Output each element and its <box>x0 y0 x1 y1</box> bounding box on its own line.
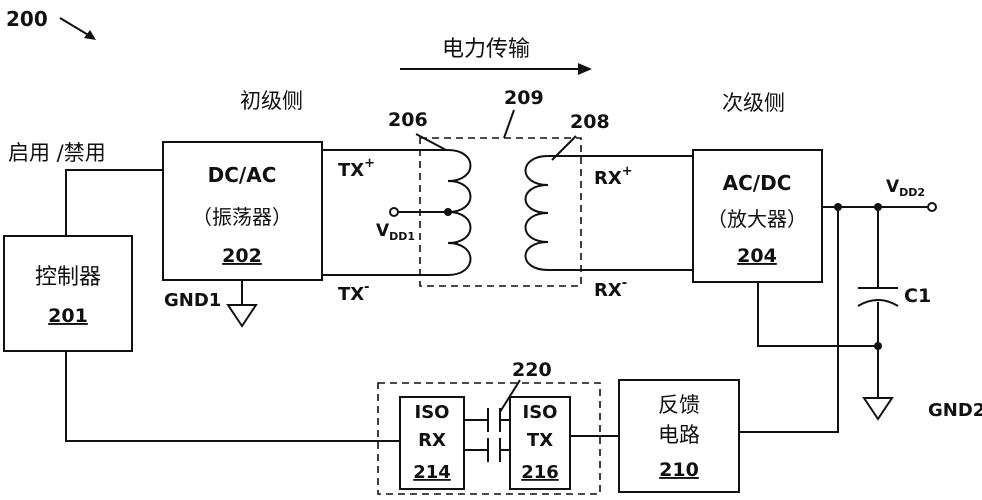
isolator-leader <box>499 379 521 413</box>
c1-label: C1 <box>904 285 931 307</box>
iso-rx-line1: ISO <box>415 402 450 423</box>
power-transfer-label: 电力传输 <box>442 37 530 62</box>
vdd2-label: VDD2 <box>886 177 925 199</box>
iso-tx-block: ISO TX 216 <box>509 396 571 490</box>
figure-arrow <box>59 17 96 40</box>
return-junction-dot <box>874 342 882 350</box>
capacitor-c1 <box>857 287 899 307</box>
transformer-leader <box>503 109 515 139</box>
vdd2-junction-dot <box>874 203 882 211</box>
iso-tx-line1: ISO <box>523 402 558 423</box>
isolation-capacitors <box>487 408 501 462</box>
acdc-ref: 204 <box>737 245 777 267</box>
feedback-ref: 210 <box>659 459 699 481</box>
iso-rx-line2: RX <box>418 430 446 451</box>
enable-disable-label: 启用 /禁用 <box>8 141 106 165</box>
primary-side-label: 初级侧 <box>240 89 303 113</box>
iso-rx-ref: 214 <box>413 462 451 483</box>
feedback-line2: 电路 <box>658 423 700 447</box>
feedback-line1: 反馈 <box>658 393 700 417</box>
gnd2-symbol <box>862 397 894 421</box>
primary-coil-leader <box>415 133 447 151</box>
acdc-block: AC/DC （放大器） 204 <box>692 149 823 283</box>
vdd2-terminal <box>927 202 937 212</box>
controller-block: 控制器 201 <box>3 235 133 352</box>
rx-neg-label: RX- <box>594 276 627 301</box>
secondary-coil-leader <box>551 135 577 161</box>
iso-tx-ref: 216 <box>521 462 559 483</box>
secondary-coil <box>524 155 549 271</box>
tx-neg-label: TX- <box>338 280 370 305</box>
dcac-ref: 202 <box>222 245 262 267</box>
vdd1-terminal <box>389 207 399 217</box>
power-transfer-arrow <box>400 63 592 75</box>
vdd1-label: VDD1 <box>376 221 415 243</box>
gnd1-label: GND1 <box>164 290 221 311</box>
acdc-line1: AC/DC <box>723 171 792 195</box>
feedback-junction-dot <box>834 203 842 211</box>
dcac-line1: DC/AC <box>208 163 277 187</box>
vdd1-tap-dot <box>444 208 452 216</box>
iso-tx-line2: TX <box>527 430 553 451</box>
dcac-block: DC/AC （振荡器） 202 <box>162 141 323 281</box>
secondary-coil-ref: 208 <box>570 111 610 133</box>
acdc-line2: （放大器） <box>707 207 807 231</box>
figure-number: 200 <box>6 7 48 31</box>
gnd1-symbol <box>226 304 258 328</box>
tx-pos-label: TX+ <box>338 156 375 181</box>
wires <box>65 149 928 451</box>
transformer-enclosure <box>419 137 582 287</box>
secondary-side-label: 次级侧 <box>722 91 785 115</box>
gnd2-label: GND2 <box>928 400 982 421</box>
controller-label: 控制器 <box>35 265 101 290</box>
controller-ref: 201 <box>48 305 88 327</box>
dcac-line2: （振荡器） <box>192 205 292 229</box>
isolator-enclosure <box>377 382 601 495</box>
rx-pos-label: RX+ <box>594 164 633 189</box>
isolator-ref: 220 <box>512 359 552 381</box>
iso-rx-block: ISO RX 214 <box>399 396 465 490</box>
primary-coil-ref: 206 <box>388 109 428 131</box>
feedback-block: 反馈 电路 210 <box>618 379 740 493</box>
transformer-ref: 209 <box>504 87 544 109</box>
